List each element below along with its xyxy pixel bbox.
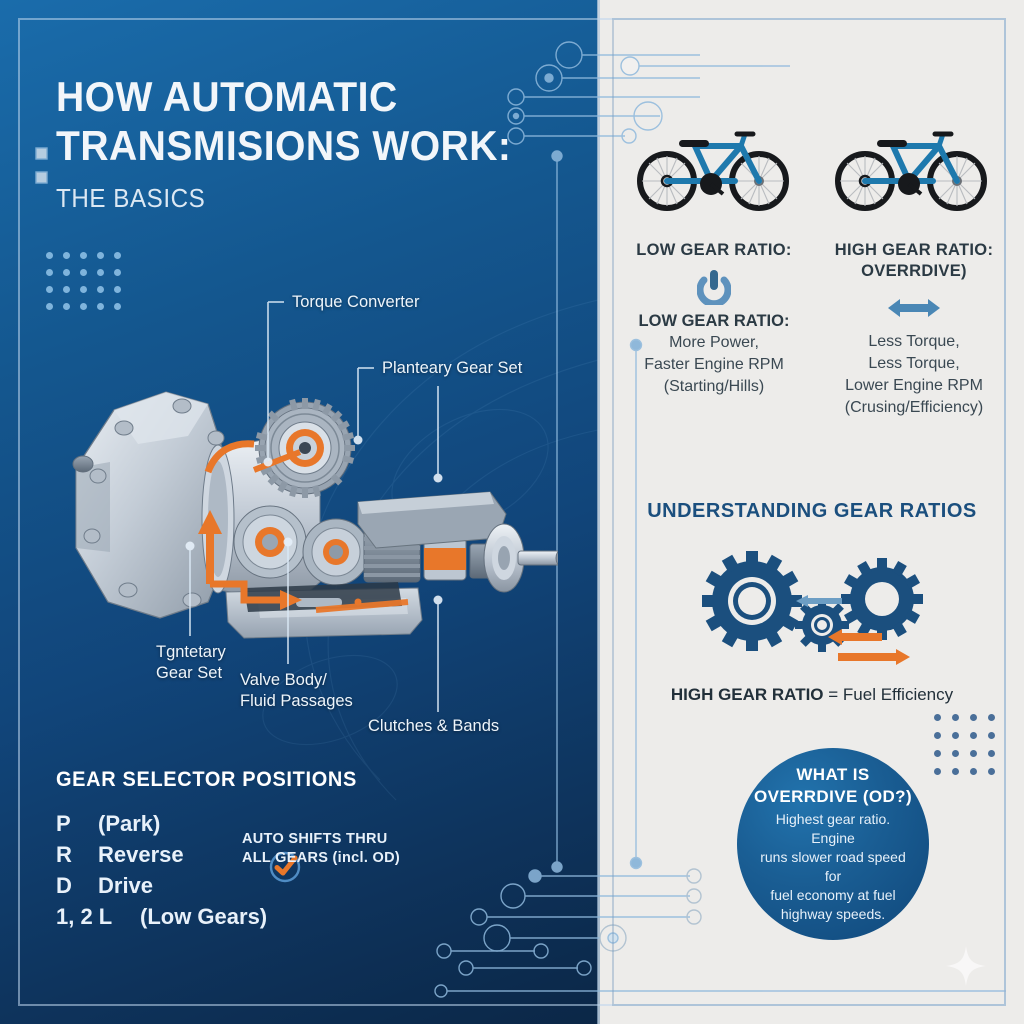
gear-value-r: Reverse bbox=[98, 842, 184, 867]
gear-key-p: P bbox=[56, 811, 71, 836]
title-line-2: TRANSMISIONS WORK: bbox=[56, 122, 512, 169]
decorative-dot bbox=[63, 286, 70, 293]
decorative-dot bbox=[63, 269, 70, 276]
panel-divider bbox=[597, 0, 600, 1024]
page-title: HOW AUTOMATIC TRANSMISIONS WORK: THE BAS… bbox=[56, 72, 566, 214]
subtitle: THE BASICS bbox=[56, 183, 206, 213]
dot-grid-right bbox=[934, 714, 1006, 786]
transmission-cutaway-illustration bbox=[72, 391, 558, 639]
ratio-high-body: Less Torque, Less Torque, Lower Engine R… bbox=[844, 333, 984, 416]
overdrive-title: WHAT IS OVERRDIVE (OD?) bbox=[753, 765, 913, 806]
ratio-low-body: More Power, Faster Engine RPM (Starting/… bbox=[644, 334, 784, 395]
decorative-dot bbox=[46, 286, 53, 293]
gear-row-low: 1, 2 L (Low Gears) bbox=[56, 901, 456, 932]
decorative-dot bbox=[952, 732, 959, 739]
decorative-dot bbox=[80, 286, 87, 293]
bicycle-comparison-row bbox=[614, 126, 1010, 211]
double-arrow-icon bbox=[888, 299, 940, 317]
decorative-dot bbox=[97, 252, 104, 259]
ratio-low-heading: LOW GEAR RATIO: bbox=[636, 241, 792, 259]
decorative-dot bbox=[97, 303, 104, 310]
gear-selector-rows: P (Park) R Reverse D Drive 1, 2 L (Low G… bbox=[56, 808, 456, 932]
callout-tgntetary-gear-set: Tgntetary Gear Set bbox=[156, 643, 226, 682]
decorative-dot bbox=[988, 714, 995, 721]
decorative-dot bbox=[114, 303, 121, 310]
gear-selector-title: GEAR SELECTOR POSITIONS bbox=[56, 768, 357, 791]
gear-row-p: P (Park) bbox=[56, 808, 456, 839]
decorative-dot bbox=[46, 303, 53, 310]
decorative-dot bbox=[97, 269, 104, 276]
ratio-column-high: HIGH GEAR RATIO: OVERRDIVE) Less Torque,… bbox=[814, 240, 1014, 419]
decorative-dot bbox=[80, 252, 87, 259]
decorative-dot bbox=[988, 750, 995, 757]
decorative-dot bbox=[934, 732, 941, 739]
gear-selector-note: AUTO SHIFTS THRU ALL GEARS (incl. OD) bbox=[242, 831, 400, 866]
gear-key-r: R bbox=[56, 842, 72, 867]
decorative-dot bbox=[63, 303, 70, 310]
decorative-dot bbox=[952, 750, 959, 757]
decorative-dot bbox=[114, 269, 121, 276]
decorative-dot bbox=[970, 750, 977, 757]
decorative-dot bbox=[80, 269, 87, 276]
title-line-1: HOW AUTOMATIC bbox=[56, 73, 398, 120]
decorative-dot bbox=[970, 732, 977, 739]
decorative-dot bbox=[988, 768, 995, 775]
gear-ratio-comparison: LOW GEAR RATIO: LOW GEAR RATIO: More Pow… bbox=[614, 240, 1014, 419]
gear-ratios-caption: HIGH GEAR RATIO = Fuel Efficiency bbox=[614, 685, 1010, 705]
overdrive-body: Highest gear ratio. Engine runs slower r… bbox=[760, 811, 906, 922]
bicycle-icon bbox=[637, 131, 789, 211]
callout-valve-body: Valve Body/ Fluid Passages bbox=[240, 671, 353, 710]
decorative-dot bbox=[952, 768, 959, 775]
decorative-dot bbox=[63, 252, 70, 259]
bicycle-icon bbox=[835, 131, 987, 211]
gear-key-low: 1, 2 L bbox=[56, 904, 113, 929]
decorative-dot bbox=[97, 286, 104, 293]
decorative-dot bbox=[970, 768, 977, 775]
decorative-dot bbox=[988, 732, 995, 739]
gear-selector-positions: GEAR SELECTOR POSITIONS P (Park) R Rever… bbox=[56, 768, 456, 932]
check-circle-icon bbox=[269, 851, 301, 883]
gear-ratios-title: UNDERSTANDING GEAR RATIOS bbox=[647, 500, 977, 522]
decorative-dot bbox=[46, 269, 53, 276]
dot-grid-left bbox=[46, 252, 131, 320]
decorative-dot bbox=[934, 750, 941, 757]
gear-value-low: (Low Gears) bbox=[140, 904, 268, 929]
ratio-high-heading: HIGH GEAR RATIO: OVERRDIVE) bbox=[834, 241, 994, 280]
understanding-gear-ratios-section: UNDERSTANDING GEAR RATIOS bbox=[614, 500, 1010, 705]
decorative-dot bbox=[80, 303, 87, 310]
decorative-dot bbox=[970, 714, 977, 721]
gear-row-d: D Drive bbox=[56, 870, 456, 901]
callout-planetary-gear-set: Planteary Gear Set bbox=[382, 359, 523, 377]
callout-clutches-bands: Clutches & Bands bbox=[368, 717, 500, 735]
gear-value-d: Drive bbox=[98, 873, 154, 898]
decorative-dot bbox=[46, 252, 53, 259]
decorative-dot bbox=[114, 286, 121, 293]
decorative-dot bbox=[934, 768, 941, 775]
decorative-dot bbox=[952, 714, 959, 721]
double-arrow-icon-wrap bbox=[820, 287, 1008, 329]
callout-torque-converter: Torque Converter bbox=[292, 293, 420, 311]
three-gears-icon bbox=[702, 551, 923, 665]
power-button-icon bbox=[697, 270, 731, 305]
gear-ratios-caption-rest: = Fuel Efficiency bbox=[823, 685, 954, 704]
gear-ratios-caption-bold: HIGH GEAR RATIO bbox=[670, 685, 824, 704]
power-button-icon-wrap bbox=[620, 266, 808, 308]
decorative-dot bbox=[934, 714, 941, 721]
gear-value-p: (Park) bbox=[98, 811, 161, 836]
ratio-column-low: LOW GEAR RATIO: LOW GEAR RATIO: More Pow… bbox=[614, 240, 814, 419]
gear-row-r: R Reverse bbox=[56, 839, 456, 870]
sparkle-icon bbox=[946, 946, 986, 986]
overdrive-badge: WHAT IS OVERRDIVE (OD?) Highest gear rat… bbox=[737, 748, 929, 940]
ratio-low-subheading: LOW GEAR RATIO: bbox=[638, 312, 790, 330]
decorative-dot bbox=[114, 252, 121, 259]
gear-key-d: D bbox=[56, 873, 72, 898]
